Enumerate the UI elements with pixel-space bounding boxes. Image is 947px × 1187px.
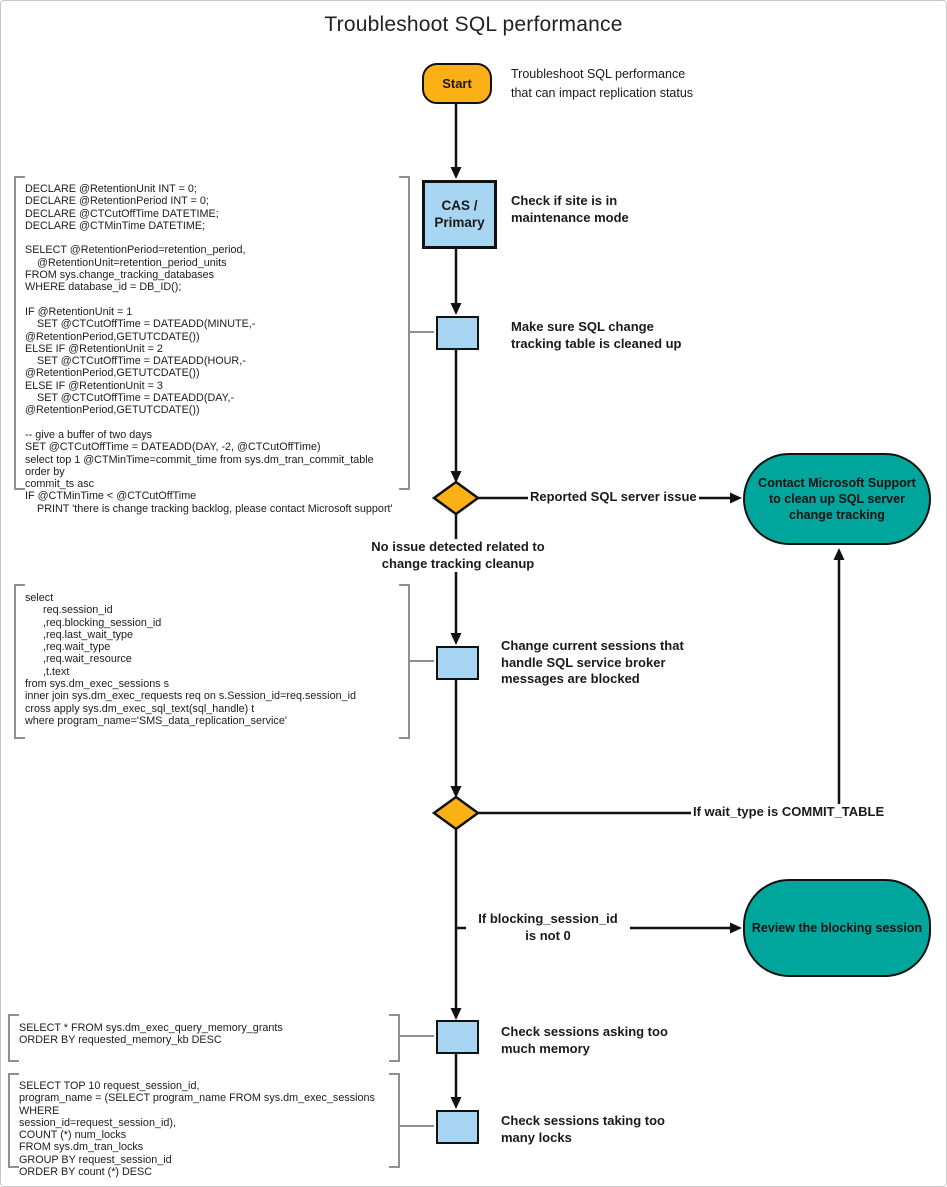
arrowhead-icon bbox=[730, 922, 742, 934]
locks-note: Check sessions taking too many locks bbox=[501, 1113, 665, 1145]
review-session-node: Review the blocking session bbox=[743, 879, 931, 977]
contact-support-node: Contact Microsoft Support to clean up SQ… bbox=[743, 453, 931, 545]
blocking-branch-label: If blocking_session_id is not 0 bbox=[466, 911, 630, 945]
broker-step-node bbox=[436, 646, 479, 680]
decision1-yes-label: Reported SQL server issue bbox=[528, 489, 699, 506]
page-title: Troubleshoot SQL performance bbox=[324, 13, 623, 36]
sql-memory-grants-code: SELECT * FROM sys.dm_exec_query_memory_g… bbox=[19, 1022, 283, 1047]
decision2-yes-label: If wait_type is COMMIT_TABLE bbox=[691, 804, 887, 821]
decision1-diamond bbox=[431, 480, 481, 516]
arrowhead-icon bbox=[450, 786, 462, 798]
arrowhead-icon bbox=[450, 303, 462, 315]
locks-step-node bbox=[436, 1110, 479, 1144]
sql-tran-locks-code: SELECT TOP 10 request_session_id, progra… bbox=[19, 1080, 375, 1179]
memory-step-node bbox=[436, 1020, 479, 1054]
sql-broker-sessions-code: select req.session_id ,req.blocking_sess… bbox=[25, 592, 356, 727]
arrowhead-icon bbox=[450, 1008, 462, 1020]
bracket-left bbox=[8, 1014, 19, 1062]
arrowhead-icon bbox=[730, 492, 742, 504]
decision1-no-label: No issue detected related to change trac… bbox=[323, 539, 593, 573]
cas-primary-node: CAS / Primary bbox=[422, 180, 497, 249]
bracket-left bbox=[14, 584, 25, 739]
start-description: Troubleshoot SQL performance that can im… bbox=[511, 67, 694, 100]
arrowhead-icon bbox=[450, 471, 462, 483]
bracket-right bbox=[389, 1014, 400, 1062]
arrowhead-icon bbox=[450, 167, 462, 179]
cas-note: Check if site is in maintenance mode bbox=[511, 193, 629, 225]
cleanup-step-node bbox=[436, 316, 479, 350]
arrowhead-icon bbox=[450, 1097, 462, 1109]
arrowhead-icon bbox=[450, 633, 462, 645]
broker-note: Change current sessions that handle SQL … bbox=[501, 638, 684, 687]
bracket-right bbox=[399, 176, 410, 490]
arrowhead-icon bbox=[833, 548, 845, 560]
start-node: Start bbox=[422, 63, 492, 104]
decision2-diamond bbox=[431, 795, 481, 831]
sql-change-tracking-code: DECLARE @RetentionUnit INT = 0; DECLARE … bbox=[25, 183, 393, 515]
memory-note: Check sessions asking too much memory bbox=[501, 1024, 668, 1056]
bracket-right bbox=[389, 1073, 400, 1168]
bracket-left bbox=[8, 1073, 19, 1168]
bracket-left bbox=[14, 176, 25, 490]
bracket-right bbox=[399, 584, 410, 739]
cleanup-note: Make sure SQL change tracking table is c… bbox=[511, 319, 682, 351]
